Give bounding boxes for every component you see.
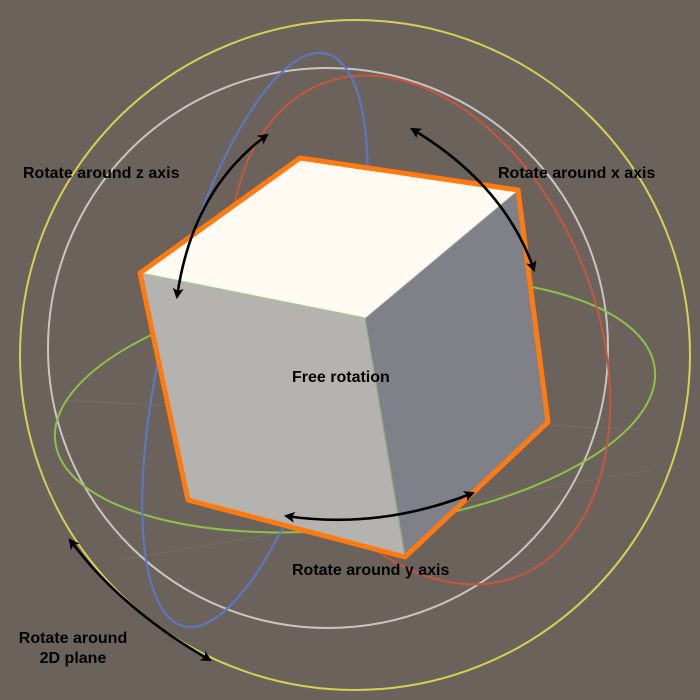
label-rotate-y: Rotate around y axis bbox=[292, 562, 450, 579]
label-rotate-x: Rotate around x axis bbox=[498, 165, 656, 182]
cube[interactable] bbox=[137, 155, 551, 560]
arrow-rotate-y-icon bbox=[283, 491, 476, 523]
outer-screen-ring[interactable] bbox=[19, 19, 691, 691]
label-free-rotation: Free rotation bbox=[292, 369, 390, 386]
arrow-rotate-x-icon bbox=[410, 127, 537, 273]
label-rotate-z: Rotate around z axis bbox=[23, 165, 180, 182]
cube-selection-outline bbox=[137, 155, 551, 560]
cube-left-face bbox=[140, 273, 405, 557]
label-rotate-2d-line1: Rotate around bbox=[18, 630, 128, 647]
arrow-rotate-2d-icon bbox=[68, 538, 212, 662]
label-rotate-2d-line2: 2D plane bbox=[39, 650, 107, 667]
arrow-rotate-z-icon bbox=[172, 133, 269, 300]
label-rotate-2d-plane: Rotate around 2D plane bbox=[10, 629, 136, 669]
cube-right-face bbox=[365, 190, 548, 557]
rotation-arrows bbox=[68, 127, 537, 662]
inner-trackball-ring[interactable] bbox=[47, 67, 609, 629]
